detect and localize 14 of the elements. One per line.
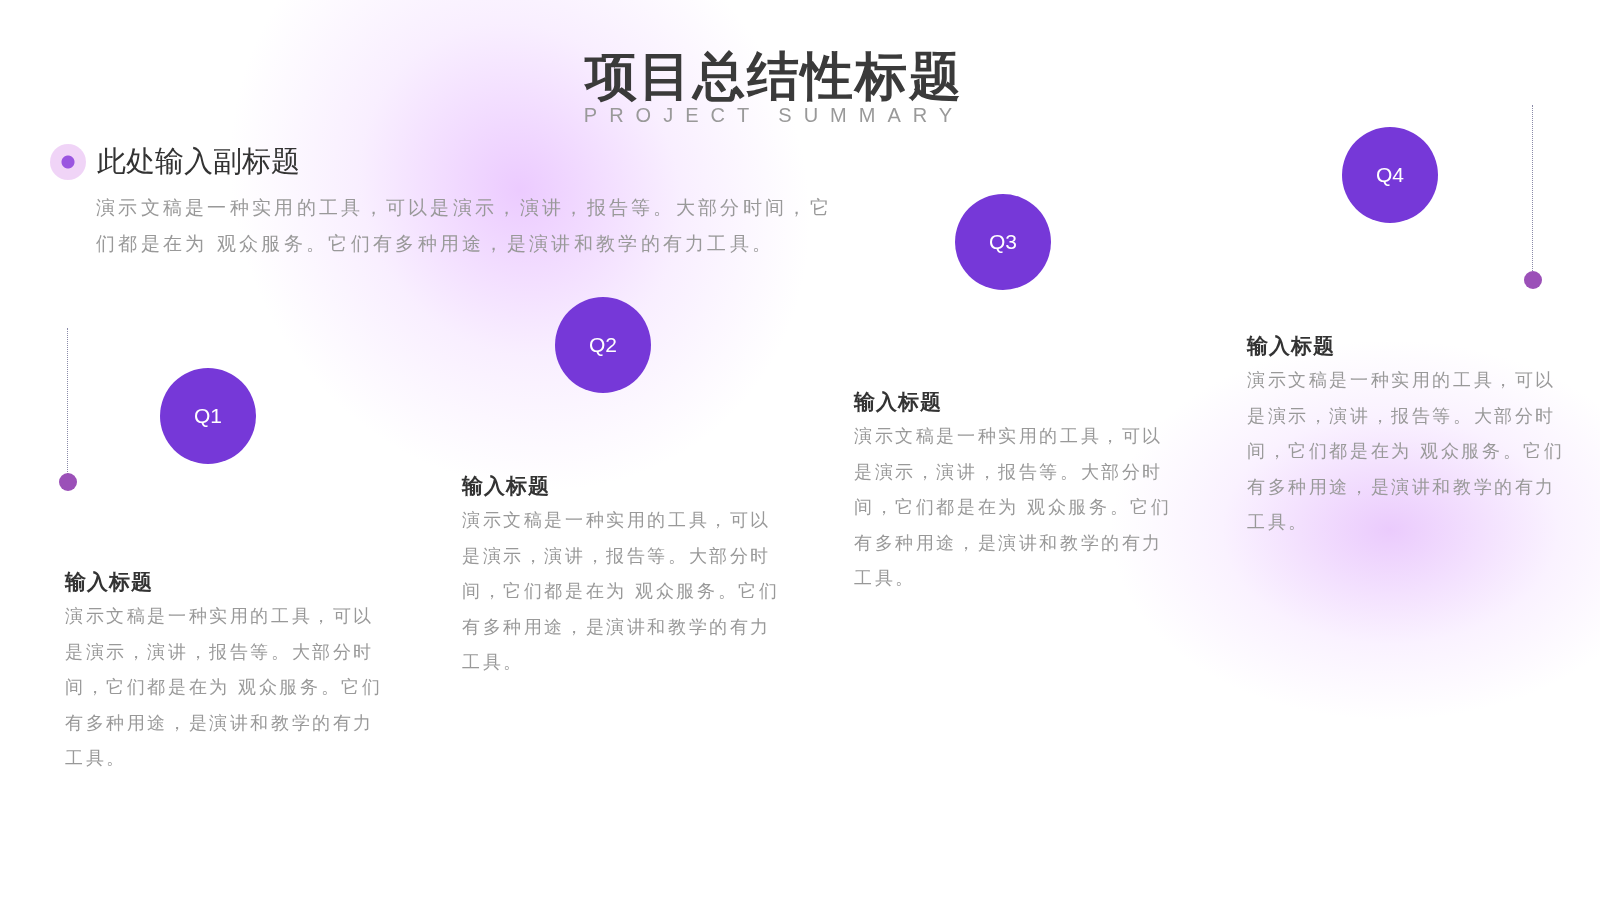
- body-text: 演示文稿是一种实用的工具，可以是演示，演讲，报告等。大部分时间，它们都是在为 观众服务。它们有多种用途，是演讲和教学的有力工具。: [854, 424, 1172, 590]
- quarter-circle: Q4: [1342, 127, 1438, 223]
- heading: 输入标题: [65, 569, 153, 596]
- body-text: 演示文稿是一种实用的工具，可以是演示，演讲，报告等。大部分时间，它们都是在为 观众服务。它们有多种用途，是演讲和教学的有力工具。: [1247, 368, 1565, 534]
- subheading: 此处输入副标题: [97, 143, 300, 180]
- heading: 输入标题: [1247, 333, 1335, 360]
- quarter-circle: Q1: [160, 368, 256, 464]
- quarter-circle: Q3: [955, 194, 1051, 290]
- body-text: 演示文稿是一种实用的工具，可以是演示，演讲，报告等。大部分时间，它们都是在为 观众服务。它们有多种用途，是演讲和教学的有力工具。: [65, 604, 383, 770]
- quarter-circle: Q2: [555, 297, 651, 393]
- heading: 输入标题: [462, 473, 550, 500]
- heading: 输入标题: [854, 389, 942, 416]
- paragraph: 演示文稿是一种实用的工具，可以是演示，演讲，报告等。大部分时间，它们都是在为 观众服务。它们有多种用途，是演讲和教学的有力工具。: [96, 195, 833, 256]
- body-text: 演示文稿是一种实用的工具，可以是演示，演讲，报告等。大部分时间，它们都是在为 观众服务。它们有多种用途，是演讲和教学的有力工具。: [462, 508, 780, 674]
